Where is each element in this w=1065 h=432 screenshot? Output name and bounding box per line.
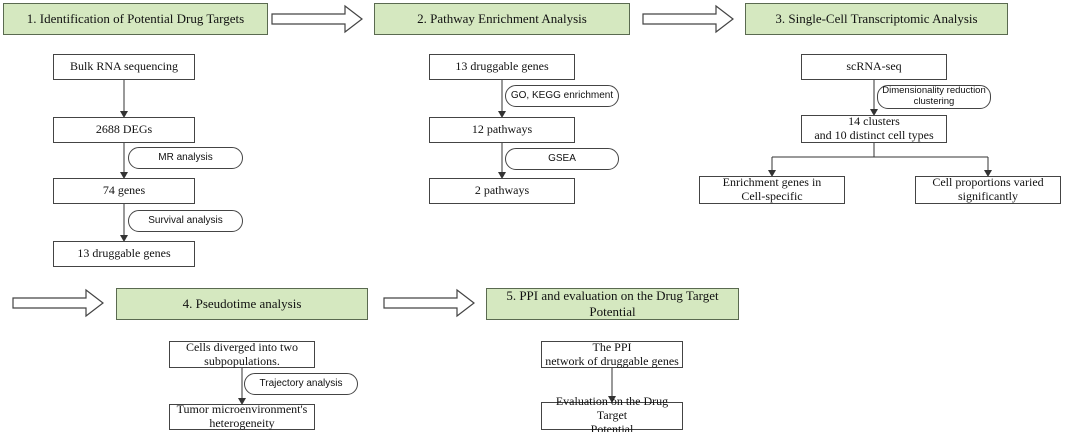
s4-box-cells-diverged: Cells diverged into two subpopulations. bbox=[169, 340, 315, 368]
s3-method-dimred: Dimensionality reduction clustering bbox=[877, 85, 991, 109]
s3-box-enrichment-genes: Enrichment genes in Cell-specific bbox=[699, 175, 845, 204]
s1-method-survival: Survival analysis bbox=[128, 210, 243, 232]
s1-box-degs: 2688 DEGs bbox=[53, 117, 195, 143]
step3-header: 3. Single-Cell Transcriptomic Analysis bbox=[745, 3, 1008, 35]
s3-box-cell-proportions: Cell proportions varied significantly bbox=[915, 175, 1061, 204]
step-arrow-row2-4 bbox=[12, 288, 104, 318]
s2-box-2-pathways: 2 pathways bbox=[429, 178, 575, 204]
step1-header: 1. Identification of Potential Drug Targ… bbox=[3, 3, 268, 35]
s1-box-druggable: 13 druggable genes bbox=[53, 241, 195, 267]
s1-box-bulk-rna: Bulk RNA sequencing bbox=[53, 54, 195, 80]
s5-box-ppi-network: The PPI network of druggable genes bbox=[541, 340, 683, 368]
step-arrow-2-3 bbox=[642, 4, 734, 34]
step-arrow-1-2 bbox=[271, 4, 363, 34]
s2-box-druggable: 13 druggable genes bbox=[429, 54, 575, 80]
s3-box-scrnaseq: scRNA-seq bbox=[801, 54, 947, 80]
s4-method-trajectory: Trajectory analysis bbox=[244, 373, 358, 395]
s1-box-74-genes: 74 genes bbox=[53, 178, 195, 204]
step4-header: 4. Pseudotime analysis bbox=[116, 288, 368, 320]
s4-box-tme-heterogeneity: Tumor microenvironment's heterogeneity bbox=[169, 402, 315, 430]
s1-method-mr: MR analysis bbox=[128, 147, 243, 169]
s3-box-clusters: 14 clusters and 10 distinct cell types bbox=[801, 114, 947, 143]
step5-header: 5. PPI and evaluation on the Drug Target… bbox=[486, 288, 739, 320]
s2-method-go-kegg: GO, KEGG enrichment bbox=[505, 85, 619, 107]
s2-method-gsea: GSEA bbox=[505, 148, 619, 170]
s2-box-12-pathways: 12 pathways bbox=[429, 117, 575, 143]
step2-header: 2. Pathway Enrichment Analysis bbox=[374, 3, 630, 35]
step-arrow-4-5 bbox=[383, 288, 475, 318]
s5-box-evaluation: Evaluation on the Drug Target Potential bbox=[541, 394, 683, 432]
